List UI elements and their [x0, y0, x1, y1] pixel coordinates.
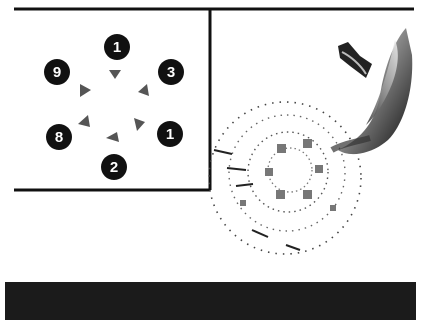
marker-left: 9	[44, 59, 70, 85]
arrow-icon	[109, 70, 121, 79]
arrow-icon	[134, 118, 145, 131]
arrow-icon	[80, 84, 91, 97]
arrow-icon	[106, 132, 119, 142]
marker-right: 3	[158, 59, 184, 85]
marker-label: 8	[55, 129, 63, 146]
marker-lower-left: 8	[46, 124, 72, 150]
marker-label: 2	[110, 159, 118, 176]
arrow-icon	[138, 84, 149, 96]
dotted-wave-pattern	[209, 102, 361, 254]
marker-label: 3	[167, 64, 175, 81]
marker-lower-right: 1	[157, 121, 183, 147]
marker-bottom: 2	[101, 154, 127, 180]
marker-label: 1	[166, 126, 174, 143]
status-bar	[5, 282, 416, 320]
swirl-wing-icon	[332, 28, 412, 154]
marker-label: 1	[113, 39, 121, 56]
marker-top: 1	[104, 34, 130, 60]
center-arrows	[78, 70, 149, 142]
marker-label: 9	[53, 64, 61, 81]
numbered-markers: 1 3 9 1 8 2	[44, 34, 184, 180]
arrow-icon	[78, 115, 90, 127]
